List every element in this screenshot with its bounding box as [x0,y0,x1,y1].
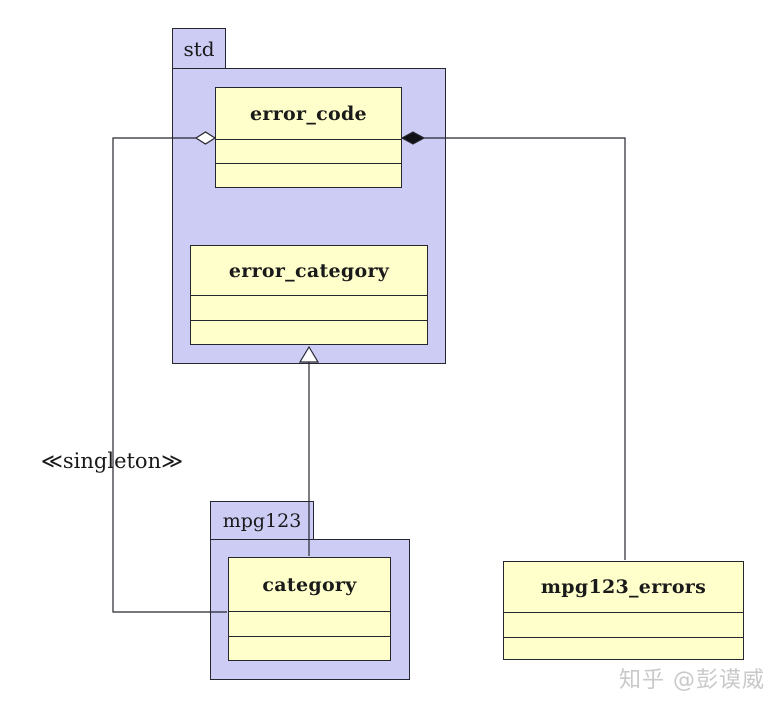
class-error-code-attributes [216,139,401,163]
watermark-text: 知乎 @彭谟威 [619,668,765,693]
class-mpg123-errors-name: mpg123_errors [540,576,707,598]
class-category-name: category [262,573,357,596]
package-tab-mpg123: mpg123 [210,501,314,540]
class-error-category: error_category [190,245,428,345]
class-error-category-attributes [191,295,427,320]
class-category: category [228,557,391,661]
composition-line [424,137,626,560]
stereotype-singleton-label: ≪singleton≫ [40,449,184,473]
package-mpg123-label: mpg123 [222,509,302,532]
class-mpg123-errors-operations [504,637,743,659]
class-error-code: error_code [215,87,402,188]
class-mpg123-errors: mpg123_errors [503,561,744,660]
class-category-attributes [229,611,390,636]
class-mpg123-errors-attributes [504,612,743,637]
class-error-code-operations [216,163,401,187]
class-error-category-name: error_category [228,259,390,282]
class-error-category-operations [191,320,427,344]
package-std-label: std [183,36,215,61]
class-category-operations [229,636,390,660]
package-tab-std: std [172,28,226,69]
class-error-code-name: error_code [250,102,367,125]
